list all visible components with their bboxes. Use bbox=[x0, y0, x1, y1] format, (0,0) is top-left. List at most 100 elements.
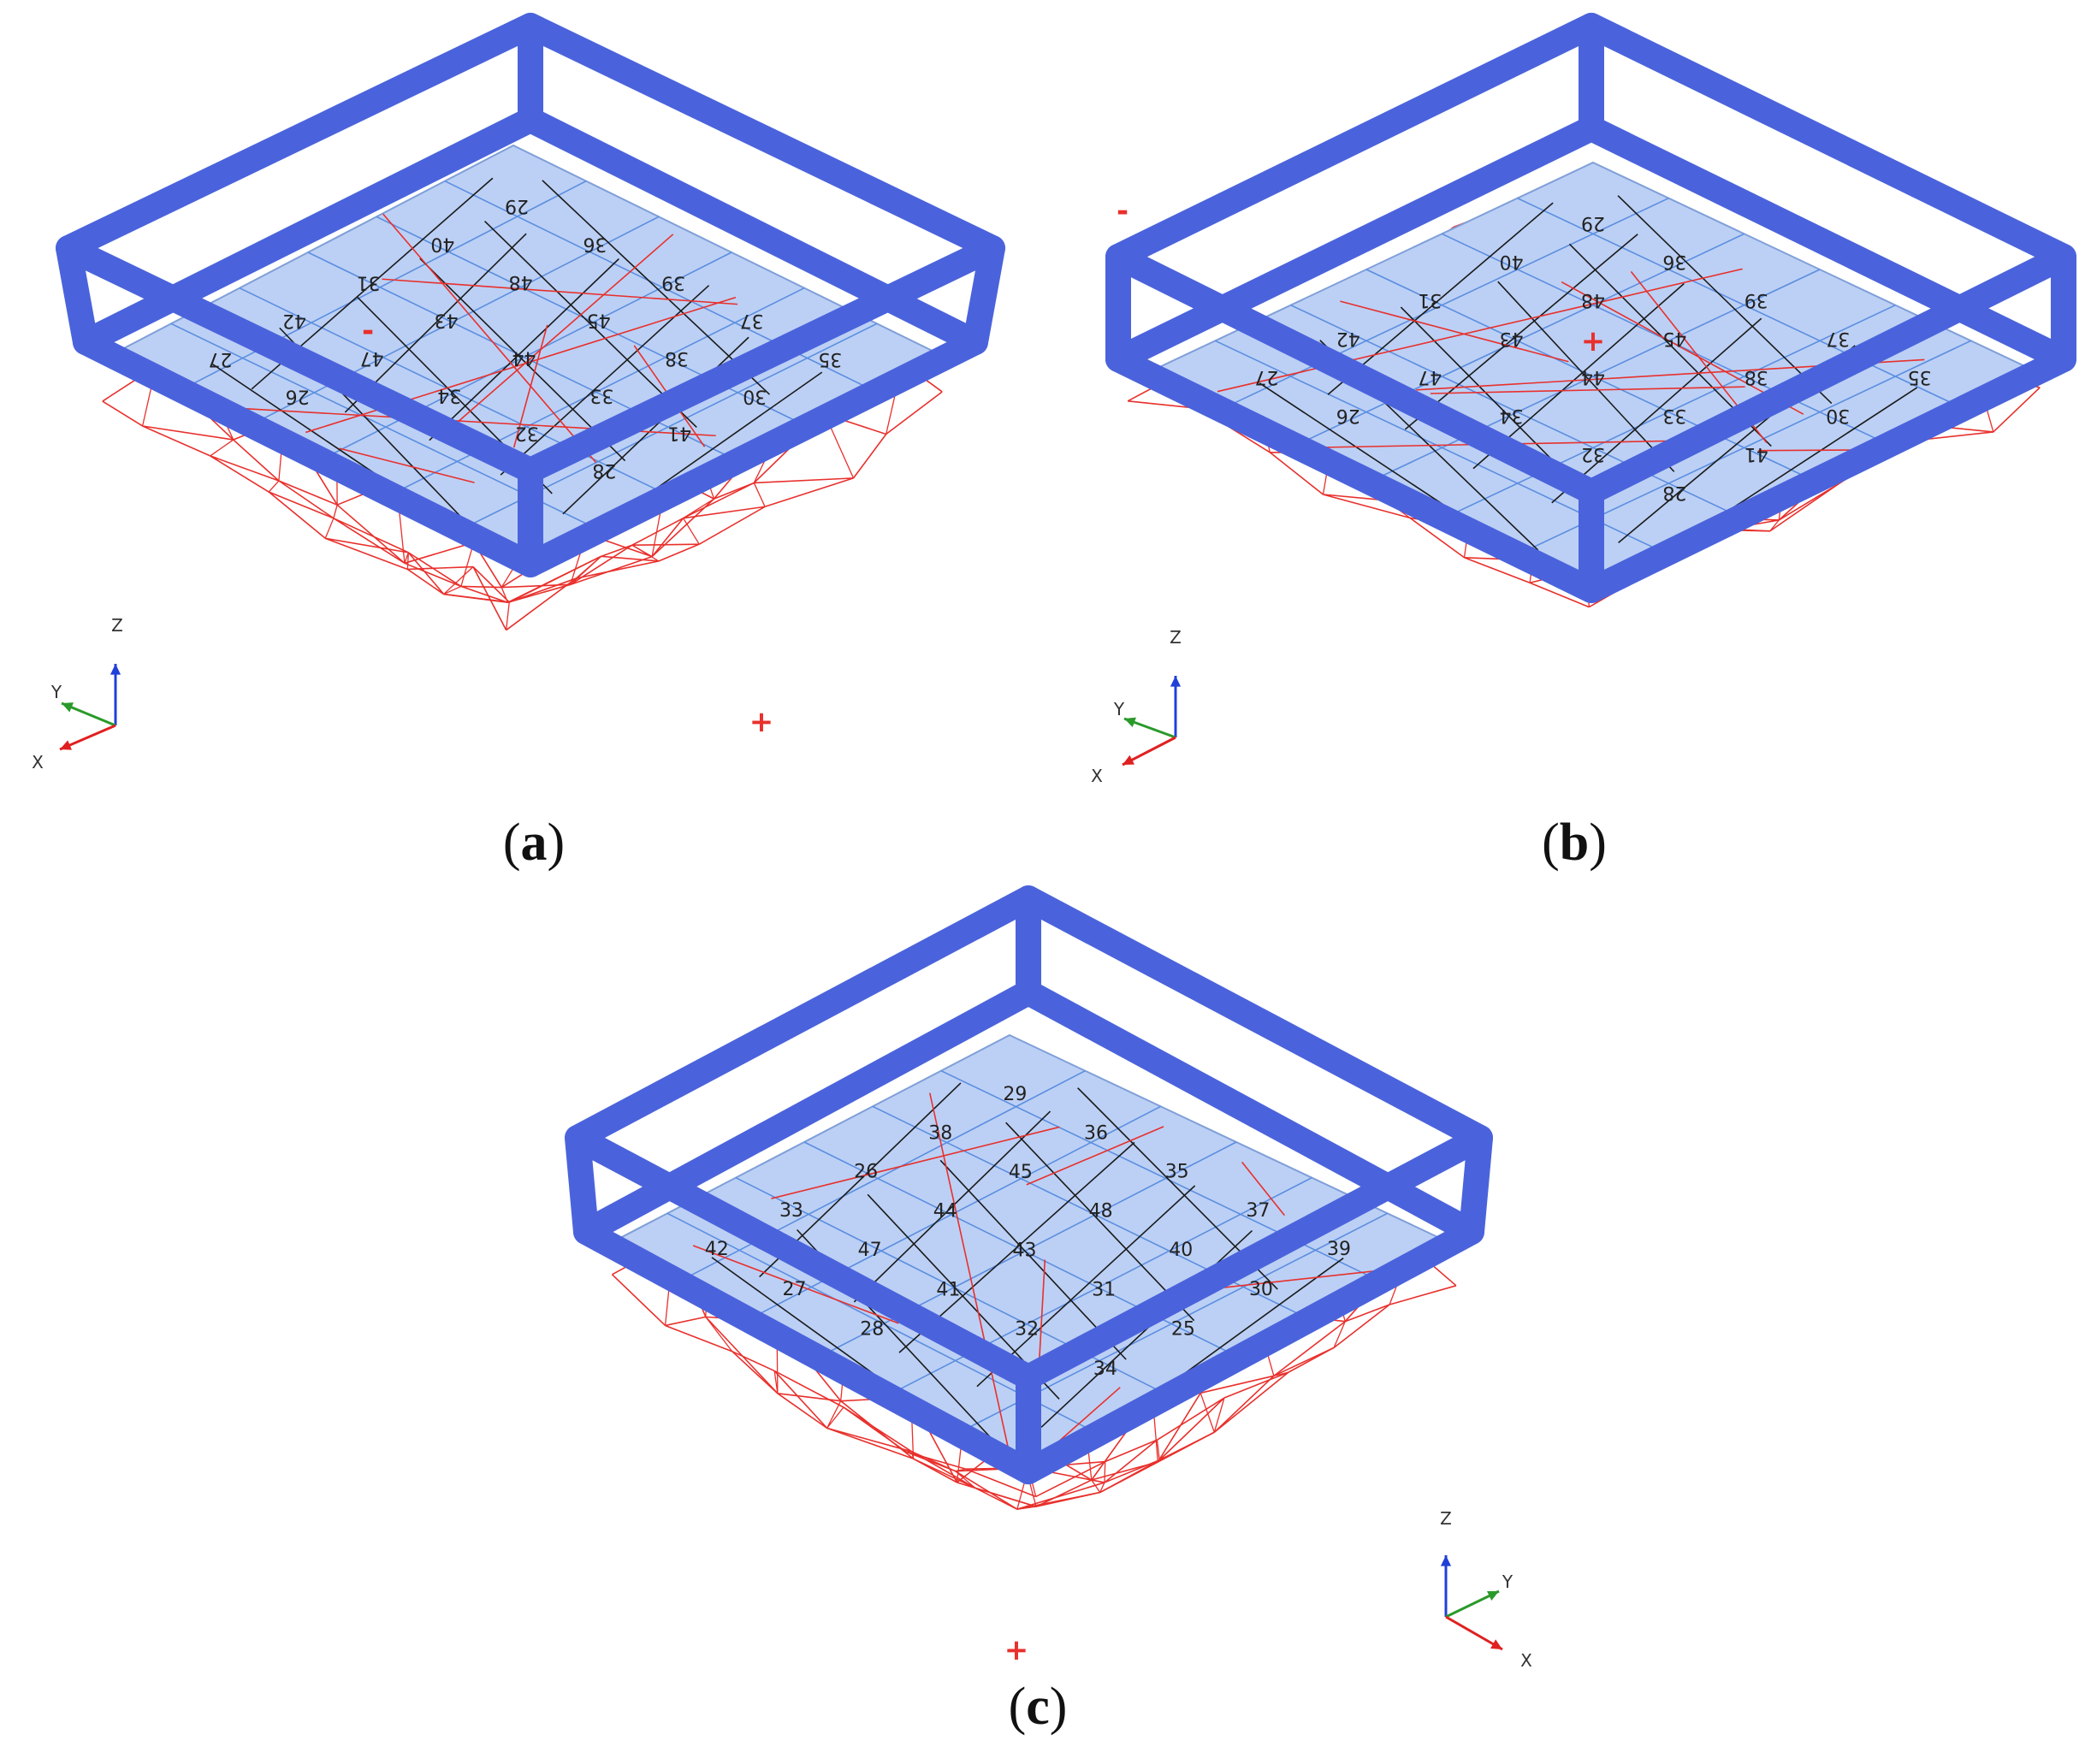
load-marker-0: + bbox=[749, 705, 774, 739]
plate-mesh-line-15 bbox=[1497, 281, 1675, 472]
element-label-35: 35 bbox=[1908, 366, 1932, 388]
element-label-43: 43 bbox=[1013, 1240, 1037, 1262]
deformed-mesh-edge-21 bbox=[102, 400, 144, 427]
plate-deform-line-5 bbox=[692, 1245, 899, 1324]
plate-mesh-line-15 bbox=[419, 257, 626, 462]
deformed-mesh-edge-99 bbox=[1091, 1479, 1101, 1493]
axis-z-label: Z bbox=[1440, 1508, 1452, 1529]
element-label-34: 34 bbox=[437, 385, 461, 406]
deformed-mesh-edge-156 bbox=[764, 477, 854, 508]
deformed-mesh-edge-84 bbox=[826, 1427, 912, 1453]
caption-a: (a) bbox=[440, 813, 628, 873]
caption-a-open: ( bbox=[502, 814, 521, 872]
deformed-mesh-edge-159 bbox=[1105, 1439, 1158, 1463]
deformed-mesh-edge-154 bbox=[886, 391, 943, 435]
element-label-47: 47 bbox=[858, 1240, 882, 1261]
deformed-mesh-edge-43 bbox=[665, 1324, 733, 1353]
deformed-mesh-edge-155 bbox=[1333, 1304, 1390, 1348]
element-label-44: 44 bbox=[1581, 366, 1605, 388]
caption-b-close: ) bbox=[1589, 814, 1607, 872]
element-label-45: 45 bbox=[587, 309, 611, 330]
structure-diagram-c: 2936353739384548403026444331253347413234… bbox=[565, 885, 1532, 1671]
deformed-mesh-edge-131 bbox=[906, 1451, 967, 1470]
deformed-mesh-edge-149 bbox=[575, 555, 602, 579]
deformed-mesh-edge-153 bbox=[472, 566, 507, 630]
deformed-mesh-edge-65 bbox=[1269, 452, 1324, 495]
deformed-mesh-edge-41 bbox=[665, 1316, 706, 1327]
element-label-32: 32 bbox=[1581, 443, 1605, 465]
element-label-39: 39 bbox=[661, 271, 685, 293]
element-label-40: 40 bbox=[430, 234, 454, 255]
frame-post-3 bbox=[565, 1125, 599, 1245]
element-label-42: 42 bbox=[705, 1239, 729, 1260]
element-label-28: 28 bbox=[860, 1318, 884, 1340]
deformed-mesh-edge-65 bbox=[732, 1350, 775, 1372]
frame-post-1 bbox=[1459, 1125, 1493, 1245]
plate-deform-line-0 bbox=[339, 447, 475, 483]
plate-deform-line-1 bbox=[444, 234, 674, 435]
element-label-36: 36 bbox=[1662, 251, 1686, 272]
axis-y-arrow-icon bbox=[62, 702, 74, 713]
plate-deform-line-4 bbox=[1430, 386, 1745, 394]
plate-deform-line-0 bbox=[1026, 1126, 1164, 1186]
element-label-26: 26 bbox=[286, 385, 310, 406]
deformed-mesh-edge-160 bbox=[1035, 1460, 1106, 1498]
deformed-mesh-edge-87 bbox=[1323, 494, 1411, 519]
deformed-mesh-edge-160 bbox=[506, 577, 577, 631]
deformed-mesh-edge-62 bbox=[278, 480, 335, 519]
deformed-mesh-edge-140 bbox=[753, 482, 766, 507]
deformed-mesh-edge-85 bbox=[773, 1370, 828, 1429]
element-label-36: 36 bbox=[1084, 1122, 1108, 1144]
element-label-42: 42 bbox=[282, 310, 306, 331]
deformed-mesh-edge-116 bbox=[1200, 1375, 1275, 1394]
deformed-mesh-edge-147 bbox=[1104, 1439, 1158, 1483]
deformed-mesh-edge-129 bbox=[905, 1451, 956, 1472]
axis-x-arrow-icon bbox=[60, 740, 72, 750]
plate-deform-line-5 bbox=[1758, 449, 1861, 452]
element-label-35: 35 bbox=[1165, 1162, 1189, 1183]
plate-mesh-line-11 bbox=[542, 180, 770, 395]
deformed-mesh-edge-148 bbox=[508, 555, 601, 603]
caption-c-close: ) bbox=[1049, 1678, 1068, 1736]
element-label-35: 35 bbox=[818, 348, 842, 370]
deformed-mesh-edge-40 bbox=[233, 439, 280, 482]
element-label-29: 29 bbox=[1581, 212, 1605, 234]
axis-z-arrow-icon bbox=[110, 664, 121, 675]
deformed-mesh-edge-103 bbox=[460, 585, 508, 603]
deformed-mesh-edge-157 bbox=[1223, 1371, 1289, 1399]
deformed-mesh-edge-131 bbox=[407, 565, 474, 571]
element-label-30: 30 bbox=[1249, 1279, 1273, 1300]
deformed-mesh-edge-79 bbox=[404, 542, 474, 565]
element-label-40: 40 bbox=[1169, 1240, 1193, 1261]
axis-x-line bbox=[1445, 1615, 1503, 1651]
deformed-mesh-edge-144 bbox=[1158, 1397, 1225, 1461]
element-label-37: 37 bbox=[740, 310, 764, 331]
deformed-mesh-edge-141 bbox=[683, 506, 766, 519]
deformed-mesh-edge-109 bbox=[1409, 517, 1465, 559]
deformed-mesh-edge-142 bbox=[631, 518, 684, 546]
axis-x-label: X bbox=[1520, 1650, 1532, 1671]
deformed-mesh-edge-156 bbox=[1288, 1347, 1335, 1373]
plate-mesh-line-16 bbox=[1551, 317, 1762, 504]
axis-y-label: Y bbox=[50, 682, 62, 702]
deformed-mesh-edge-41 bbox=[142, 425, 234, 441]
deformed-mesh-edge-130 bbox=[955, 1468, 967, 1472]
deformed-mesh-edge-154 bbox=[1993, 387, 2041, 433]
axis-z-label: Z bbox=[1170, 627, 1182, 648]
deformed-mesh-edge-62 bbox=[777, 1393, 828, 1430]
element-label-38: 38 bbox=[1744, 366, 1768, 388]
plate-mesh-line-11 bbox=[1617, 195, 1833, 405]
element-label-26: 26 bbox=[1336, 405, 1360, 426]
element-label-32: 32 bbox=[515, 422, 539, 443]
load-marker-0: - bbox=[1117, 194, 1128, 228]
deformed-mesh-edge-138 bbox=[754, 477, 854, 484]
element-label-34: 34 bbox=[1500, 405, 1524, 426]
deformed-mesh-edge-106 bbox=[407, 552, 445, 595]
deformed-mesh-edge-158 bbox=[1157, 1397, 1225, 1441]
deformed-mesh-edge-117 bbox=[1157, 1392, 1201, 1463]
plate-mesh-line-12 bbox=[853, 1110, 1051, 1303]
deformed-mesh-edge-145 bbox=[1104, 1459, 1160, 1483]
